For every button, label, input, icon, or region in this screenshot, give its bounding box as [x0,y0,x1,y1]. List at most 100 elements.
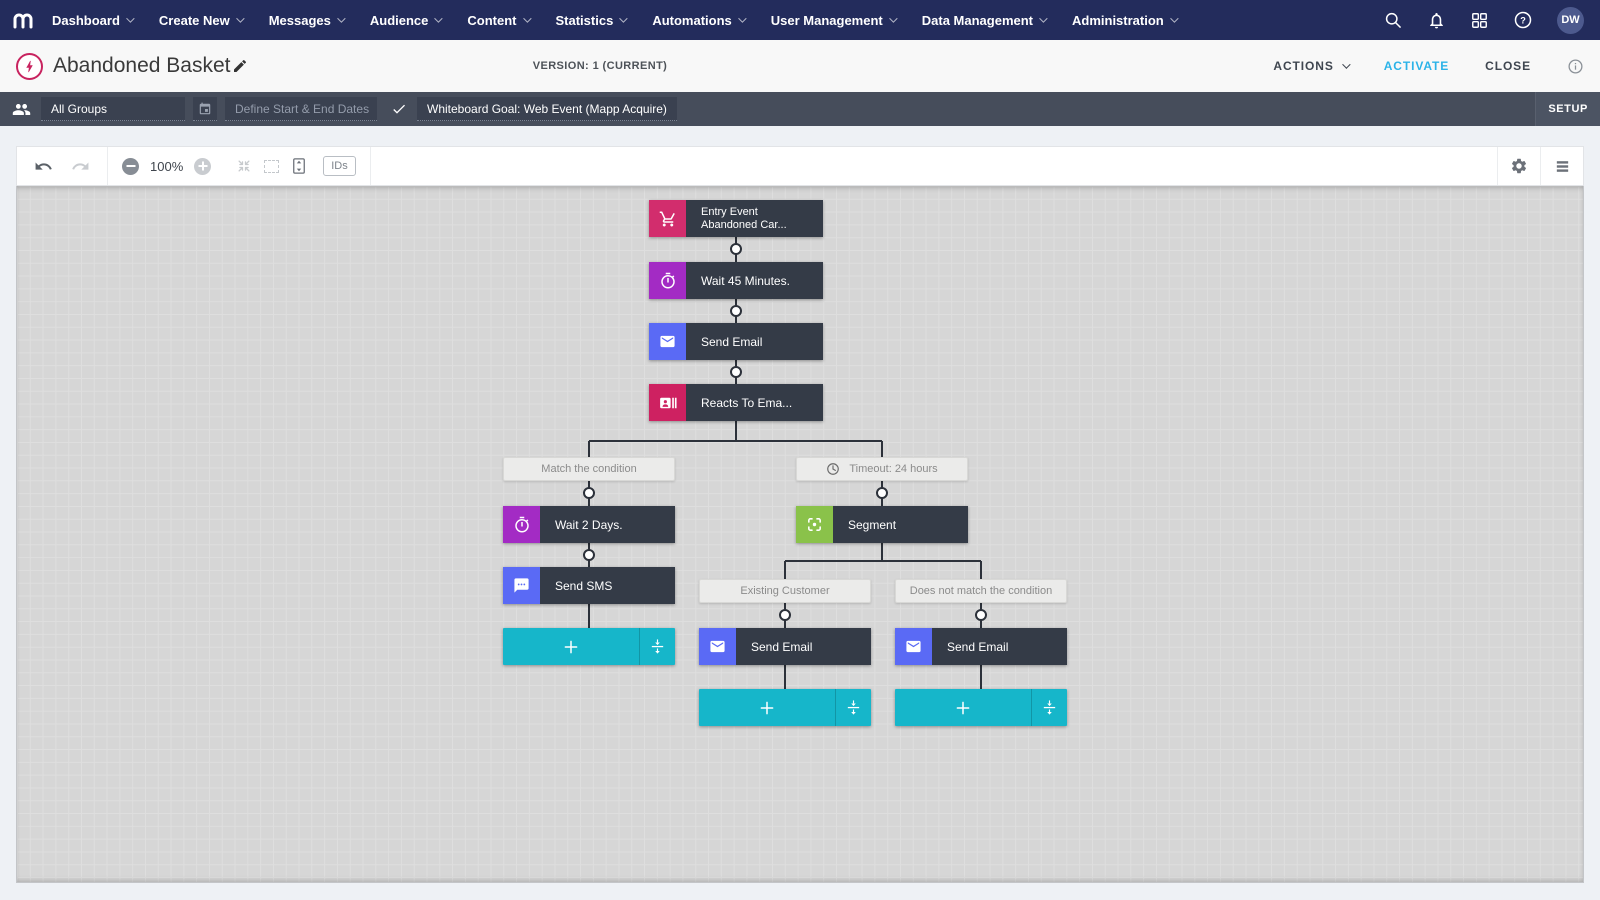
split-branch-button[interactable] [835,689,871,726]
whiteboard-goal-field[interactable]: Whiteboard Goal: Web Event (Mapp Acquire… [417,97,677,121]
header-actions: ACTIONS ACTIVATE CLOSE [1273,58,1584,75]
info-icon[interactable] [1567,58,1584,75]
nav-item-data-management[interactable]: Data Management [921,12,1048,28]
nav-item-messages[interactable]: Messages [268,12,346,28]
timer-icon [649,262,686,299]
fit-vertical-icon[interactable] [290,157,308,175]
nav-item-create-new[interactable]: Create New [158,12,245,28]
flow-node-label: Send Email [686,323,823,360]
chevron-down-icon [888,14,898,23]
add-step-button[interactable] [699,689,835,726]
chevron-down-icon [619,14,628,23]
nav-item-dashboard[interactable]: Dashboard [52,12,135,28]
branch-pill-does-not-match[interactable]: Does not match the condition [895,579,1067,603]
mail-icon [699,628,736,665]
flow-node-reacts-to-email[interactable]: Reacts To Ema... [649,384,823,421]
setup-button[interactable]: SETUP [1535,92,1600,126]
chevron-down-icon [1341,60,1351,69]
mail-icon [649,323,686,360]
nav-item-label: Dashboard [52,12,120,28]
calendar-icon[interactable] [193,97,217,121]
apps-grid-icon[interactable] [1470,11,1489,30]
nav-item-automations[interactable]: Automations [652,13,747,28]
contact-icon [649,384,686,421]
chevron-down-icon [1169,14,1179,23]
nav-item-label: Messages [268,12,331,28]
nav-item-label: Create New [158,12,230,28]
split-branch-button[interactable] [639,628,675,665]
groups-people-icon[interactable] [12,100,31,119]
cart-icon [649,200,686,237]
nav-item-content[interactable]: Content [467,13,532,28]
chevron-down-icon [126,14,135,23]
fit-to-screen-icon[interactable] [235,157,253,175]
groups-field[interactable]: All Groups [41,97,185,121]
nav-item-label: Data Management [921,12,1033,28]
whiteboard-badge-icon [16,52,43,80]
nav-item-audience[interactable]: Audience [369,12,444,28]
flow-node-segment[interactable]: Segment [796,506,968,543]
marquee-select-icon[interactable] [264,159,280,173]
undo-button[interactable] [34,157,53,176]
flow-node-label: Send Email [932,628,1067,665]
flow-node-wait-2-days[interactable]: Wait 2 Days. [503,506,675,543]
add-step-add-after-email-2 [699,689,871,726]
start-end-dates-field[interactable]: Define Start & End Dates [225,97,377,121]
redo-button[interactable] [71,157,90,176]
split-branch-button[interactable] [1031,689,1067,726]
sms-icon [503,567,540,604]
zoom-out-button[interactable] [122,157,139,175]
flow-node-label: Wait 2 Days. [540,506,675,543]
zoom-level: 100% [150,158,184,174]
list-view-icon[interactable] [1540,147,1583,185]
nav-item-label: Audience [369,12,429,28]
toggle-ids-button[interactable]: IDs [323,156,356,176]
branch-pill-match-the-condition[interactable]: Match the condition [503,457,675,481]
user-avatar[interactable]: DW [1557,6,1584,34]
flow-node-wait-45-minutes[interactable]: Wait 45 Minutes. [649,262,823,299]
settings-gear-icon[interactable] [1497,147,1540,185]
close-button[interactable]: CLOSE [1485,59,1531,73]
nav-item-label: User Management [770,12,883,28]
undo-redo-section [17,147,108,185]
flow-node-send-email-2[interactable]: Send Email [699,628,871,665]
chevron-down-icon [737,14,747,23]
setup-bar: All Groups Define Start & End Dates Whit… [0,92,1600,126]
flow-node-label: Send Email [736,628,871,665]
flow-node-send-sms[interactable]: Send SMS [503,567,675,604]
zoom-in-button[interactable] [194,157,212,175]
add-step-add-after-sms [503,628,675,665]
clock-icon [826,462,840,476]
add-step-button[interactable] [895,689,1031,726]
version-label: VERSION: 1 (CURRENT) [532,60,668,72]
zoom-section: 100% IDs [108,147,371,185]
page-title: Abandoned Basket [53,54,231,77]
flow-node-send-email-1[interactable]: Send Email [649,323,823,360]
branch-pill-existing-customer[interactable]: Existing Customer [699,579,871,603]
activate-button[interactable]: ACTIVATE [1383,59,1450,73]
actions-button[interactable]: ACTIONS [1273,59,1351,73]
nav-item-statistics[interactable]: Statistics [556,13,628,28]
search-icon[interactable] [1383,10,1403,30]
page-header: Abandoned Basket VERSION: 1 (CURRENT) AC… [0,40,1600,92]
add-step-button[interactable] [503,628,639,665]
mapp-logo-icon [13,13,33,29]
add-step-add-after-email-3 [895,689,1067,726]
help-icon[interactable]: ? [1513,10,1533,30]
branch-pill-timeout-24-hours[interactable]: Timeout: 24 hours [796,457,968,481]
branch-pill-label: Existing Customer [740,585,830,597]
edit-title-pencil-icon[interactable] [232,58,248,74]
nav-item-user-management[interactable]: User Management [770,12,898,28]
branch-pill-label: Match the condition [541,463,637,475]
flow-node-label: Segment [833,506,968,543]
flow-node-send-email-3[interactable]: Send Email [895,628,1067,665]
notifications-bell-icon[interactable] [1427,11,1446,30]
nav-item-label: Administration [1072,12,1164,28]
mapp-logo[interactable] [0,8,46,32]
chevron-down-icon [434,14,444,23]
flow-node-label: Wait 45 Minutes. [686,262,823,299]
nav-item-administration[interactable]: Administration [1072,12,1179,28]
